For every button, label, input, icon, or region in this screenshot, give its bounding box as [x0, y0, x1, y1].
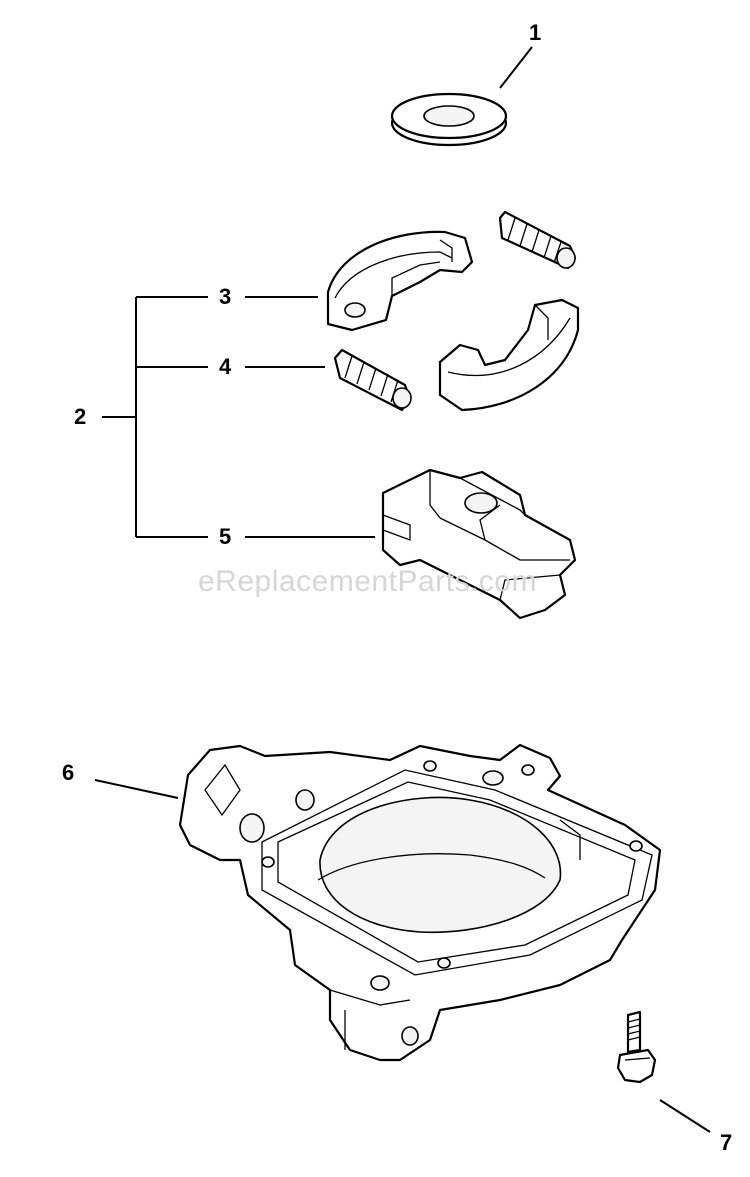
- watermark: eReplacementParts.com: [198, 565, 537, 598]
- spring-upper-part: [498, 210, 577, 270]
- washer-part: [390, 92, 508, 147]
- leader-line-1: [499, 46, 533, 89]
- callout-1: 1: [529, 20, 542, 45]
- spring-lower-part: [333, 348, 412, 412]
- clutch-shoe-lower-part: [438, 298, 580, 412]
- leader-lines: [94, 46, 711, 1133]
- leader-line-6: [94, 779, 179, 799]
- callout-7: 7: [720, 1130, 733, 1155]
- callout-2: 2: [74, 404, 87, 429]
- callout-4: 4: [219, 354, 232, 379]
- callout-6: 6: [62, 760, 75, 785]
- clutch-hub-part: [381, 468, 577, 620]
- bolt-part: [616, 1010, 657, 1084]
- callout-5: 5: [219, 524, 232, 549]
- leader-line-7: [659, 1099, 711, 1133]
- callout-3: 3: [219, 284, 232, 309]
- clutch-shoe-upper-part: [326, 230, 474, 332]
- housing-part: [178, 743, 662, 1062]
